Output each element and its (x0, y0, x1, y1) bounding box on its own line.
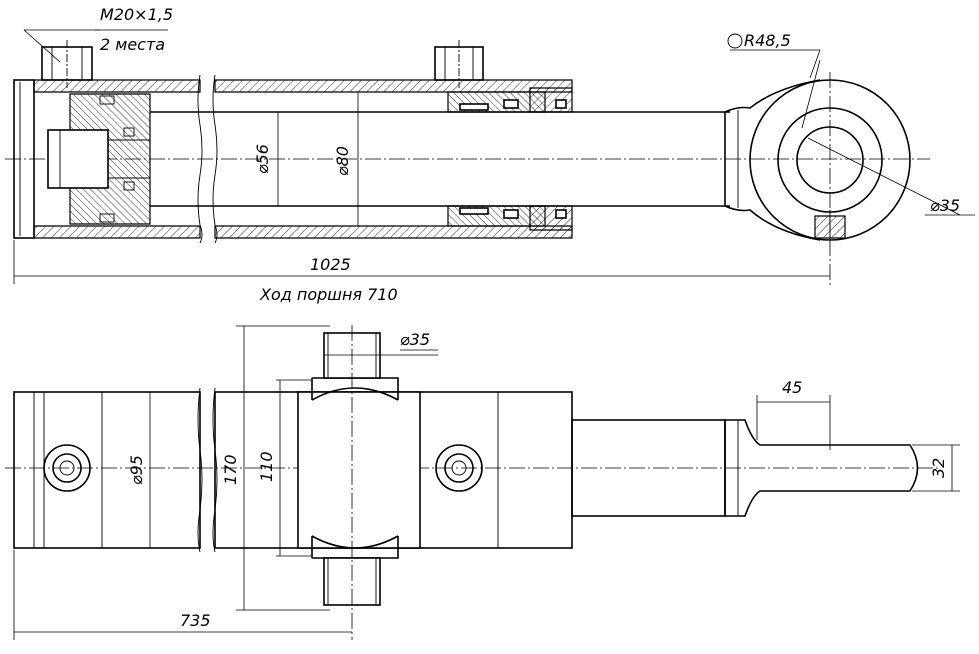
port-left-outer (43, 444, 91, 492)
eye-neck-top (724, 79, 821, 113)
rod-dia-label: ⌀56 (253, 144, 272, 174)
radius-leader (801, 59, 821, 129)
eye-neck-bottom (724, 205, 821, 241)
break-line-left (197, 74, 203, 244)
eye-slot-label: 45 (782, 378, 802, 397)
section-view: R48,5 ⌀35 M20×1,5 2 места ⌀56 ⌀80 1025 Х… (5, 5, 975, 304)
thread-count-label: 2 места (100, 35, 165, 54)
piston-nut (47, 129, 109, 189)
overall-length-label: 1025 (310, 255, 351, 274)
trunnion-body-label: 110 (257, 451, 276, 482)
tube-wall-top-left (33, 79, 201, 93)
stroke-label: Ход поршня 710 (259, 285, 398, 304)
eye-side (724, 419, 919, 517)
port-right-outer (435, 444, 483, 492)
break-line-bottom-left (197, 387, 203, 553)
port-right-inner (444, 453, 474, 483)
trunnion-width-label: 170 (221, 454, 240, 485)
bore-dia-label: ⌀80 (333, 146, 352, 176)
eye-radius-label: R48,5 (744, 31, 791, 50)
thread-spec-label: M20×1,5 (100, 5, 173, 24)
break-line-right (212, 74, 218, 244)
port-left-inner (52, 453, 82, 483)
tube-dia-label: ⌀95 (127, 455, 146, 485)
trunnion-block (297, 391, 421, 549)
radius-symbol-icon (727, 33, 743, 49)
break-line-bottom-right (212, 387, 218, 553)
trunnion-pin-label: ⌀35 (400, 330, 430, 349)
pin-dia-leader (807, 137, 961, 216)
tube-wall-top-right (214, 79, 573, 93)
tube-wall-bottom-right (214, 225, 573, 239)
end-cap (13, 79, 35, 239)
eye-width-label: 32 (929, 458, 948, 478)
trunnion-position-label: 735 (180, 611, 211, 630)
pin-dia-label: ⌀35 (930, 196, 960, 215)
tube-left (13, 391, 201, 549)
outside-view: ⌀35 ⌀95 170 110 45 32 735 (5, 325, 960, 640)
tube-wall-bottom-left (33, 225, 201, 239)
